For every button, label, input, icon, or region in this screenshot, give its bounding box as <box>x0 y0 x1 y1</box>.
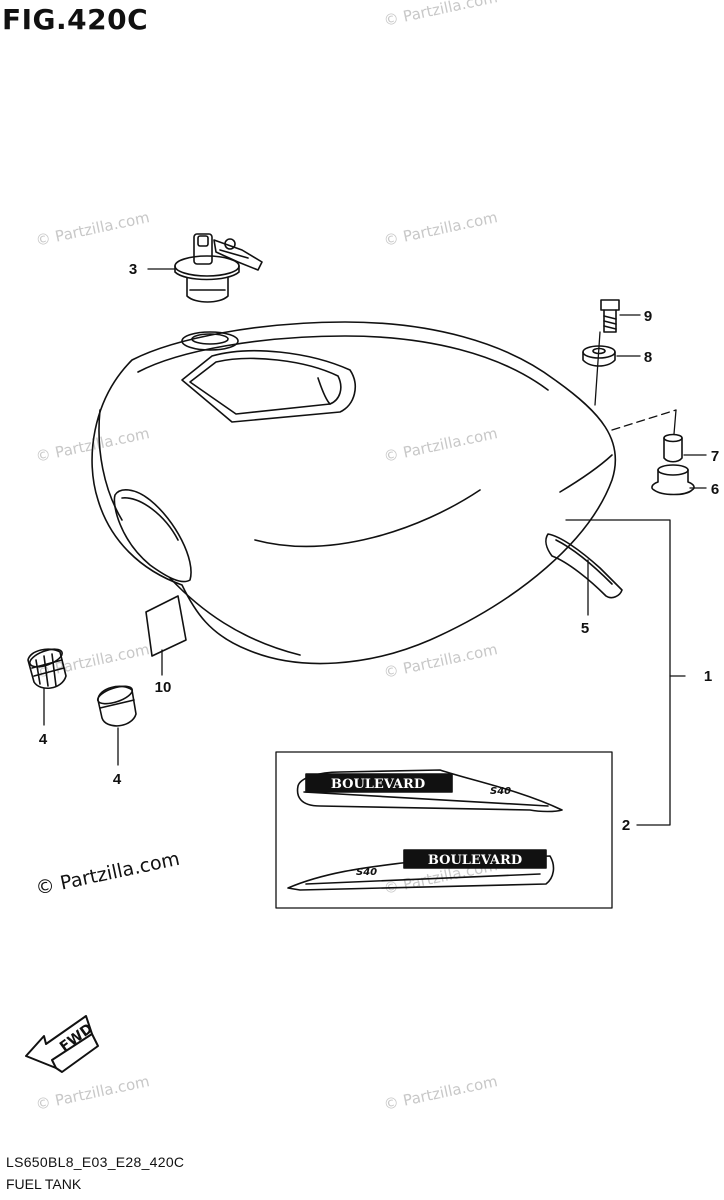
cap-drawing <box>96 685 137 727</box>
callout-4: 4 <box>39 731 48 748</box>
decal-set-box <box>275 751 613 909</box>
callout-10: 10 <box>155 679 172 696</box>
callout-9: 9 <box>644 308 652 325</box>
callout-6: 6 <box>711 481 719 498</box>
cap-nut-drawing <box>27 648 67 689</box>
model-code: LS650BL8_E03_E28_420C <box>6 1154 185 1170</box>
decal-brand-text: BOULEVARD <box>428 853 522 868</box>
decal-right-drawing: BOULEVARD S40 <box>296 769 563 813</box>
decal-left-drawing: BOULEVARD S40 <box>287 849 555 891</box>
callout-7: 7 <box>711 448 719 465</box>
decal-brand-text: BOULEVARD <box>331 777 425 792</box>
collar-drawing <box>663 433 683 463</box>
decal-badge-text: S40 <box>490 786 511 797</box>
tape-drawing <box>545 533 623 599</box>
label-sheet-drawing <box>145 595 187 657</box>
fuel-cap-drawing <box>174 233 263 303</box>
callout-1: 1 <box>704 668 712 685</box>
callout-4: 4 <box>113 771 122 788</box>
callout-3: 3 <box>129 261 137 278</box>
tape-line <box>555 539 613 585</box>
callout-2: 2 <box>622 817 630 834</box>
fuel-tank-drawing <box>91 321 617 665</box>
fwd-arrow-icon: FWD <box>25 1015 99 1073</box>
callout-5: 5 <box>581 620 589 637</box>
grommet-drawing <box>651 464 695 496</box>
decal-badge-text: S40 <box>356 867 377 878</box>
bolt-drawing <box>600 299 620 333</box>
section-name: FUEL TANK <box>6 1176 82 1192</box>
figure-title: FIG.420C <box>2 3 149 36</box>
callout-8: 8 <box>644 349 652 366</box>
